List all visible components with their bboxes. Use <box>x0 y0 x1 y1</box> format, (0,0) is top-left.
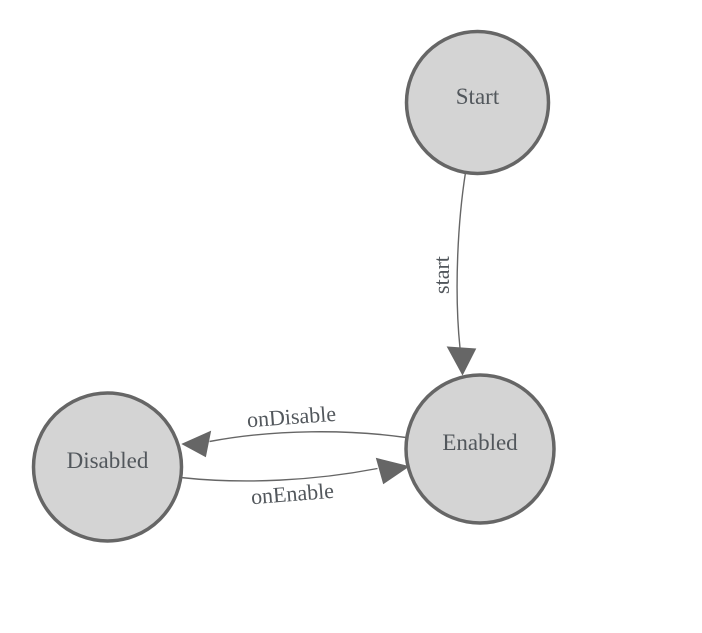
edge-label-on-enable: onEnable <box>250 478 335 509</box>
state-node-enabled: Enabled <box>404 373 556 525</box>
arrowhead-down-icon <box>446 346 477 376</box>
edge-start-to-enabled: start <box>429 172 477 376</box>
state-label-enabled: Enabled <box>442 430 518 455</box>
state-node-start: Start <box>404 29 551 176</box>
edge-disabled-to-enabled: onEnable <box>180 457 410 509</box>
edge-label-on-disable: onDisable <box>246 401 337 432</box>
state-circle-enabled <box>404 373 556 525</box>
arrowhead-left-icon <box>181 430 212 458</box>
state-label-disabled: Disabled <box>67 448 149 473</box>
state-circle-disabled <box>31 391 184 543</box>
edge-disabled-to-enabled-line <box>180 467 378 482</box>
state-label-start: Start <box>456 84 500 109</box>
state-circle-start <box>404 29 551 176</box>
edge-start-to-enabled-line <box>456 172 467 349</box>
edge-enabled-to-disabled-line <box>209 431 407 443</box>
state-node-disabled: Disabled <box>31 391 184 543</box>
arrowhead-right-icon <box>375 457 410 485</box>
edge-enabled-to-disabled: onDisable <box>181 401 407 458</box>
edge-label-start: start <box>429 256 454 294</box>
